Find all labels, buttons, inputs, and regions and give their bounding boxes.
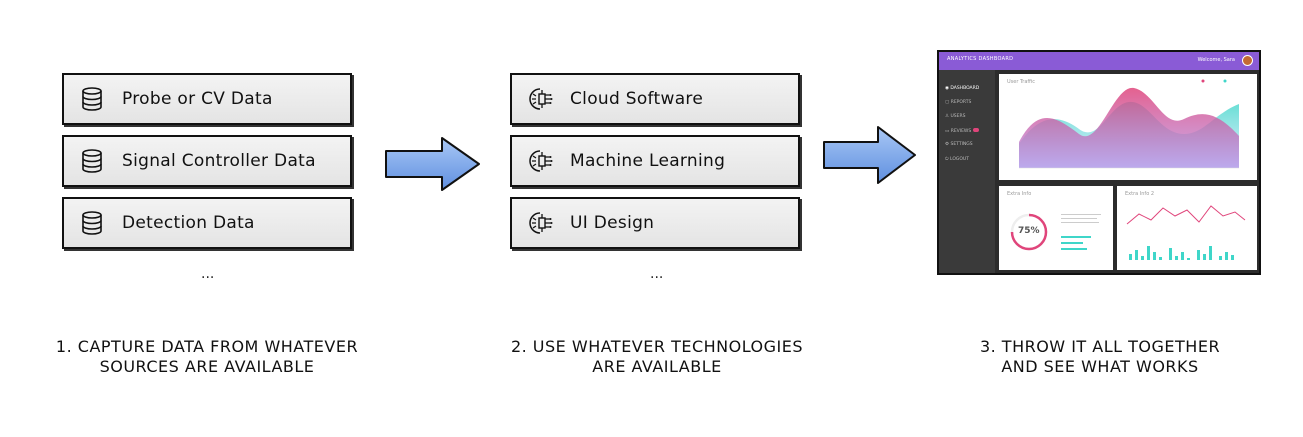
nav-item: ⏻ LOGOUT: [945, 157, 969, 162]
nav-label: REPORTS: [950, 100, 972, 105]
database-icon: [78, 147, 106, 175]
step1-caption: 1. CAPTURE DATA FROM WHATEVER SOURCES AR…: [22, 337, 392, 377]
nav-label: SETTINGS: [950, 142, 973, 147]
caption-line: 1. CAPTURE DATA FROM WHATEVER: [55, 337, 359, 356]
nav-item: ♙ USERS: [945, 114, 966, 119]
database-icon: [78, 85, 106, 113]
panel-title: Extra Info 2: [1125, 191, 1155, 197]
tech-box-cloud: Cloud Software: [510, 73, 800, 125]
nav-label: LOGOUT: [950, 157, 969, 162]
step3-caption: 3. THROW IT ALL TOGETHER AND SEE WHAT WO…: [915, 337, 1285, 377]
source-box-probe: Probe or CV Data: [62, 73, 352, 125]
nav-label: REVIEWS: [950, 129, 972, 134]
caption-line: 3. THROW IT ALL TOGETHER: [979, 337, 1221, 356]
source-box-detection: Detection Data: [62, 197, 352, 249]
panel-title: User Traffic: [1007, 79, 1036, 85]
dashboard-title: ANALYTICS DASHBOARD: [947, 56, 1014, 62]
tech-label: Cloud Software: [570, 89, 704, 109]
caption-line: AND SEE WHAT WORKS: [1001, 357, 1199, 376]
database-icon: [78, 209, 106, 237]
avatar: [1242, 55, 1253, 66]
caption-line: ARE AVAILABLE: [592, 357, 722, 376]
source-box-signal: Signal Controller Data: [62, 135, 352, 187]
tech-label: Machine Learning: [570, 151, 726, 171]
dashboard-header: ANALYTICS DASHBOARD Welcome, Sara: [939, 52, 1259, 70]
extra-info-2-panel: Extra Info 2: [1117, 186, 1257, 270]
caption-line: 2. USE WHATEVER TECHNOLOGIES: [510, 337, 804, 356]
tech-box-ml: Machine Learning: [510, 135, 800, 187]
ring-value: 75%: [1018, 226, 1040, 236]
tech-label: UI Design: [570, 213, 655, 233]
traffic-panel: User Traffic: [999, 74, 1257, 180]
area-chart: [1019, 79, 1239, 169]
tech-box-ui: UI Design: [510, 197, 800, 249]
ai-chip-icon: [526, 147, 554, 175]
source-label: Detection Data: [122, 213, 255, 233]
caption-line: SOURCES ARE AVAILABLE: [99, 357, 315, 376]
ai-chip-icon: [526, 209, 554, 237]
ai-chip-icon: [526, 85, 554, 113]
notification-badge: [973, 128, 980, 132]
nav-item: ⚙ SETTINGS: [945, 142, 973, 147]
nav-label: USERS: [950, 114, 966, 119]
source-label: Probe or CV Data: [122, 89, 273, 109]
right-arrow-icon: [823, 126, 916, 184]
dashboard-user: Welcome, Sara: [1197, 57, 1235, 63]
extra-info-panel: Extra Info 75%: [999, 186, 1113, 270]
nav-label: DASHBOARD: [950, 86, 980, 91]
nav-item: ▭ REVIEWS: [945, 128, 980, 134]
panel-title: Extra Info: [1007, 191, 1032, 197]
nav-item: ◉ DASHBOARD: [945, 86, 980, 91]
source-label: Signal Controller Data: [122, 151, 316, 171]
more-sources-ellipsis: ...: [201, 266, 215, 282]
nav-item: ▢ REPORTS: [945, 100, 972, 105]
dashboard-screenshot: ANALYTICS DASHBOARD Welcome, Sara ◉ DASH…: [937, 50, 1261, 275]
more-tech-ellipsis: ...: [650, 266, 664, 282]
ring-chart: [1010, 213, 1101, 251]
right-arrow-icon: [385, 137, 480, 191]
step2-caption: 2. USE WHATEVER TECHNOLOGIES ARE AVAILAB…: [472, 337, 842, 377]
mini-charts: [1126, 205, 1246, 260]
dashboard-sidebar: ◉ DASHBOARD ▢ REPORTS ♙ USERS ▭ REVIEWS …: [939, 70, 995, 273]
